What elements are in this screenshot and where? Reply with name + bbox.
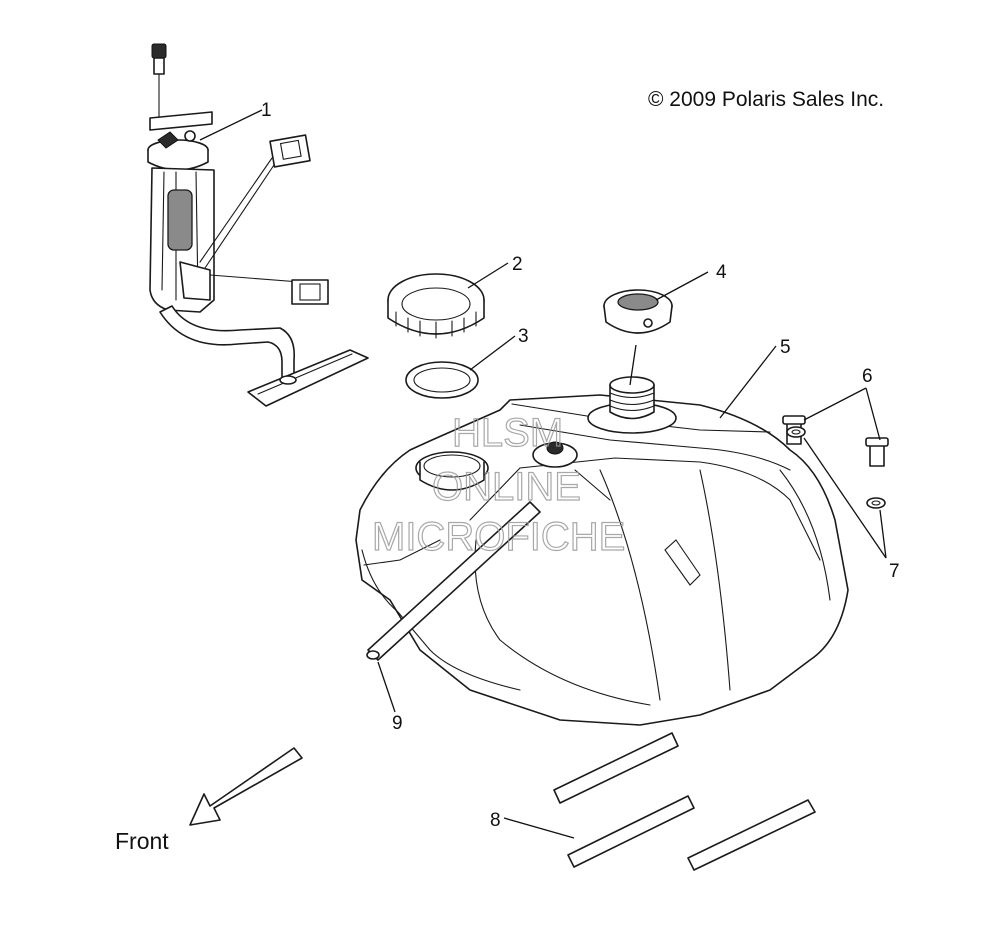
callout-2: 2 <box>512 254 523 275</box>
vent-tube <box>366 501 541 661</box>
watermark-line-3: MICROFICHE <box>372 515 625 559</box>
leader-lines <box>199 109 887 839</box>
watermark-line-2: ONLINE <box>432 465 581 509</box>
callout-5: 5 <box>780 337 791 358</box>
callout-7: 7 <box>889 561 900 582</box>
watermark: HLSM ONLINE MICROFICHE <box>371 410 626 559</box>
copyright-notice: © 2009 Polaris Sales Inc. <box>648 88 884 111</box>
callout-8: 8 <box>490 810 501 831</box>
washer <box>786 426 886 509</box>
callout-9: 9 <box>392 713 403 734</box>
callout-6: 6 <box>862 366 873 387</box>
fuel-pump-assembly <box>147 43 369 407</box>
seal-ring <box>405 361 479 399</box>
watermark-line-1: HLSM <box>452 411 563 455</box>
fuel-tank <box>355 376 849 726</box>
mounting-bolt <box>782 415 889 467</box>
front-arrow-icon <box>189 747 303 826</box>
callout-4: 4 <box>716 262 727 283</box>
fuel-cap <box>603 289 673 334</box>
front-direction-label: Front <box>115 828 169 854</box>
tank-pads <box>553 732 816 871</box>
callout-3: 3 <box>518 326 529 347</box>
callout-1: 1 <box>261 100 272 121</box>
lock-ring <box>387 273 485 339</box>
